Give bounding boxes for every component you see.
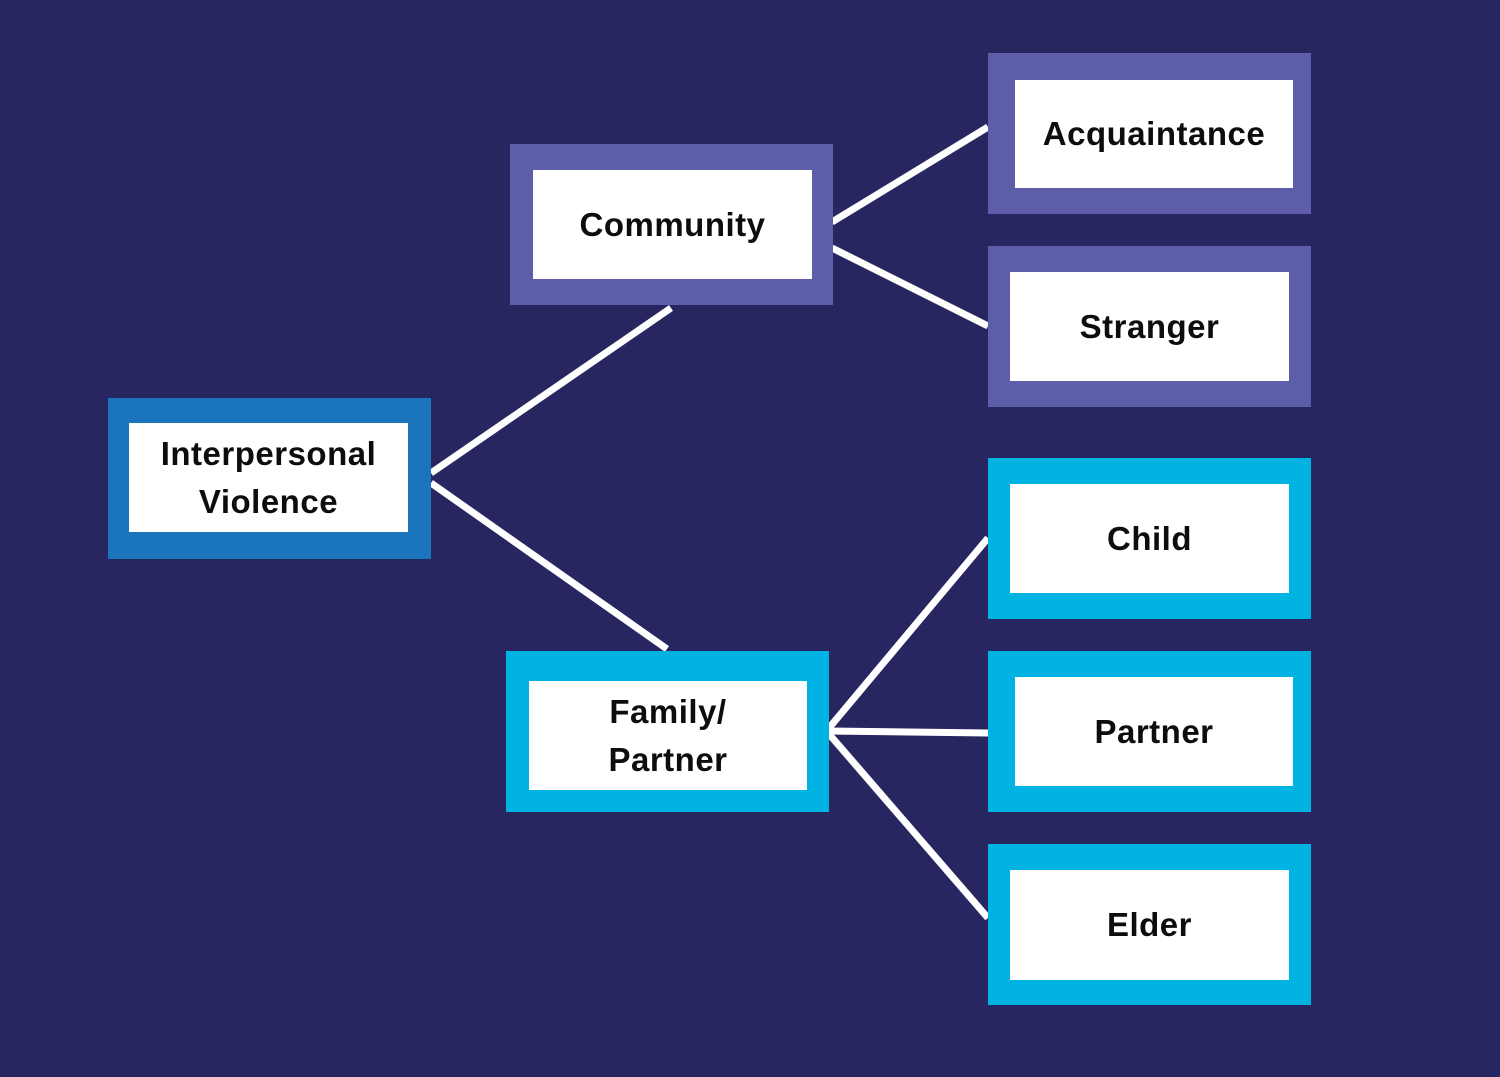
connector-community-acquaintance [830,124,990,225]
node-acquaintance-box: Acquaintance [1015,80,1293,188]
node-partner-box: Partner [1015,677,1293,786]
node-stranger: Stranger [988,246,1311,407]
node-elder: Elder [988,844,1311,1005]
node-interpersonal-violence-box: Interpersonal Violence [129,423,408,532]
connector-family-elder [826,731,991,921]
node-stranger-label: Stranger [1079,307,1220,345]
node-family-partner-line1: Family/ [609,692,727,730]
node-interpersonal-violence: Interpersonal Violence [108,398,431,559]
node-elder-box: Elder [1010,870,1289,980]
connector-family-partner [828,727,989,737]
connector-root-community [429,305,673,476]
node-acquaintance-label: Acquaintance [1042,115,1266,152]
connector-community-stranger [830,244,990,330]
node-child-label: Child [1107,519,1192,557]
node-community-box: Community [533,170,812,279]
node-stranger-box: Stranger [1010,272,1289,381]
node-community: Community [510,144,833,305]
node-community-label: Community [579,205,766,243]
node-acquaintance: Acquaintance [988,53,1311,214]
node-partner: Partner [988,651,1311,812]
node-partner-label: Partner [1094,712,1214,750]
node-elder-label: Elder [1106,906,1193,943]
node-family-partner: Family/ Partner [506,651,829,812]
node-interpersonal-violence-line2: Violence [198,482,339,520]
node-family-partner-line2: Partner [608,740,728,778]
connector-family-child [826,535,991,731]
node-child: Child [988,458,1311,619]
node-child-box: Child [1010,484,1289,593]
node-interpersonal-violence-line1: Interpersonal [160,434,377,472]
node-family-partner-box: Family/ Partner [529,681,807,790]
connector-root-family [428,480,670,652]
